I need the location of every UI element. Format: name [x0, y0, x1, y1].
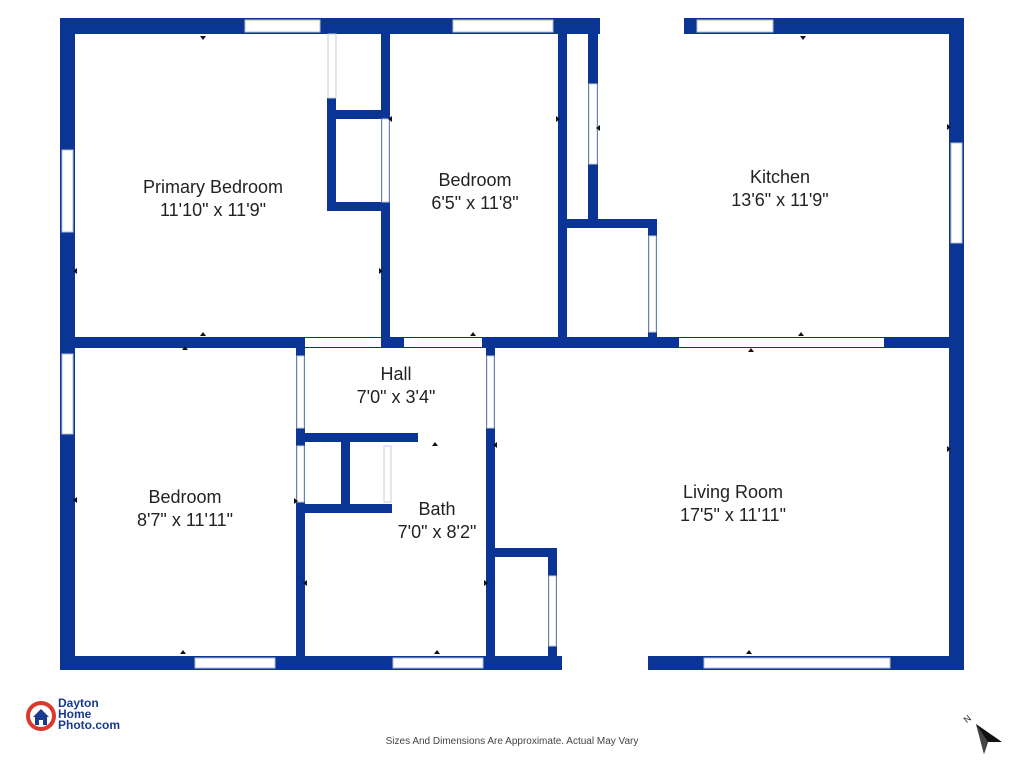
marker	[798, 332, 804, 336]
window-top-1	[244, 19, 321, 33]
logo-text: Dayton Home Photo.com	[58, 696, 120, 732]
window-left-1	[61, 149, 74, 233]
opening-bottom-entry	[562, 656, 648, 670]
wall-bath-top	[296, 433, 418, 442]
marker	[388, 116, 392, 122]
opening-top-kitchen	[600, 18, 684, 34]
logo-line-1: Dayton	[58, 696, 99, 710]
door-hall-bedroom	[404, 338, 482, 347]
marker	[596, 125, 600, 131]
marker	[180, 650, 186, 654]
door-primary-closet	[327, 33, 337, 99]
window-left-2	[61, 353, 74, 435]
window-right-1	[950, 142, 963, 244]
marker	[800, 36, 806, 40]
room-dimensions: 17'5" x 11'11"	[679, 505, 787, 525]
marker	[182, 346, 188, 350]
logo-line-3: Photo.com	[58, 718, 120, 732]
marker	[470, 332, 476, 336]
room-name: Bath	[418, 499, 456, 519]
door-linen-left	[296, 445, 305, 503]
room-label-primary-bedroom: Primary Bedroom 11'10" x 11'9"	[118, 176, 308, 222]
room-dimensions: 6'5" x 11'8"	[431, 193, 519, 213]
door-linen-right	[383, 445, 392, 503]
marker	[379, 268, 383, 274]
room-name: Living Room	[682, 482, 784, 502]
room-label-living-room: Living Room 17'5" x 11'11"	[648, 481, 818, 527]
marker	[200, 332, 206, 336]
door-living-closet	[548, 575, 557, 647]
wall-kitchen-closet-bottom	[567, 219, 657, 228]
door-kitchen-pantry	[648, 235, 657, 333]
room-label-kitchen: Kitchen 13'6" x 11'9"	[705, 166, 855, 212]
marker	[294, 498, 298, 504]
marker	[73, 268, 77, 274]
marker	[200, 36, 206, 40]
marker	[432, 442, 438, 446]
marker	[556, 116, 560, 122]
marker	[493, 442, 497, 448]
photo-markers	[73, 36, 951, 654]
room-dimensions: 7'0" x 3'4"	[356, 387, 436, 407]
room-name: Primary Bedroom	[142, 177, 284, 197]
room-label-hall: Hall 7'0" x 3'4"	[336, 363, 456, 409]
marker	[746, 650, 752, 654]
window-bottom-1	[194, 657, 276, 669]
window-top-3	[696, 19, 774, 33]
wall-linen-right	[341, 442, 350, 512]
room-dimensions: 8'7" x 11'11"	[136, 510, 234, 530]
room-name: Hall	[380, 364, 412, 384]
room-dimensions: 7'0" x 8'2"	[397, 522, 477, 542]
wall-living-closet-top	[495, 548, 557, 557]
door-hall-bedroom-lower	[296, 355, 305, 429]
window-top-2	[452, 19, 554, 33]
wall-linen-bottom	[296, 504, 392, 513]
closet-wall-top	[327, 110, 390, 119]
room-name: Bedroom	[438, 170, 512, 190]
window-bottom-3	[703, 657, 891, 669]
room-label-bedroom-upper: Bedroom 6'5" x 11'8"	[400, 169, 550, 215]
closet-wall-left	[327, 98, 336, 210]
room-label-bath: Bath 7'0" x 8'2"	[377, 498, 497, 544]
north-arrow-icon	[976, 724, 1002, 754]
door-hall-primary	[305, 338, 381, 347]
north-arrow: N	[958, 708, 1008, 758]
marker	[748, 348, 754, 352]
room-name: Kitchen	[749, 167, 811, 187]
brand-logo: Dayton Home Photo.com	[24, 697, 164, 737]
marker	[947, 124, 951, 130]
disclaimer-text: Sizes And Dimensions Are Approximate. Ac…	[385, 736, 639, 747]
room-dimensions: 13'6" x 11'9"	[731, 190, 829, 210]
marker	[303, 580, 307, 586]
house-logo-icon	[26, 701, 56, 731]
door-bedroom-closet	[381, 118, 390, 203]
logo-line-2: Home	[58, 707, 92, 721]
wall-bath-left-upper	[486, 348, 495, 670]
openings	[61, 18, 963, 670]
door-kitchen-living	[679, 338, 884, 347]
marker	[947, 446, 951, 452]
marker	[434, 650, 440, 654]
window-bottom-2	[392, 657, 484, 669]
closet-wall-bottom	[327, 202, 390, 211]
marker	[73, 497, 77, 503]
room-dimensions: 11'10" x 11'9"	[159, 200, 267, 220]
room-name: Bedroom	[148, 487, 222, 507]
room-label-bedroom-lower: Bedroom 8'7" x 11'11"	[110, 486, 260, 532]
middle-wall	[60, 337, 964, 348]
door-hall-living	[486, 355, 495, 429]
wall-bedroom-right	[558, 34, 567, 348]
door-kitchen-closet	[588, 83, 598, 165]
marker	[484, 580, 488, 586]
